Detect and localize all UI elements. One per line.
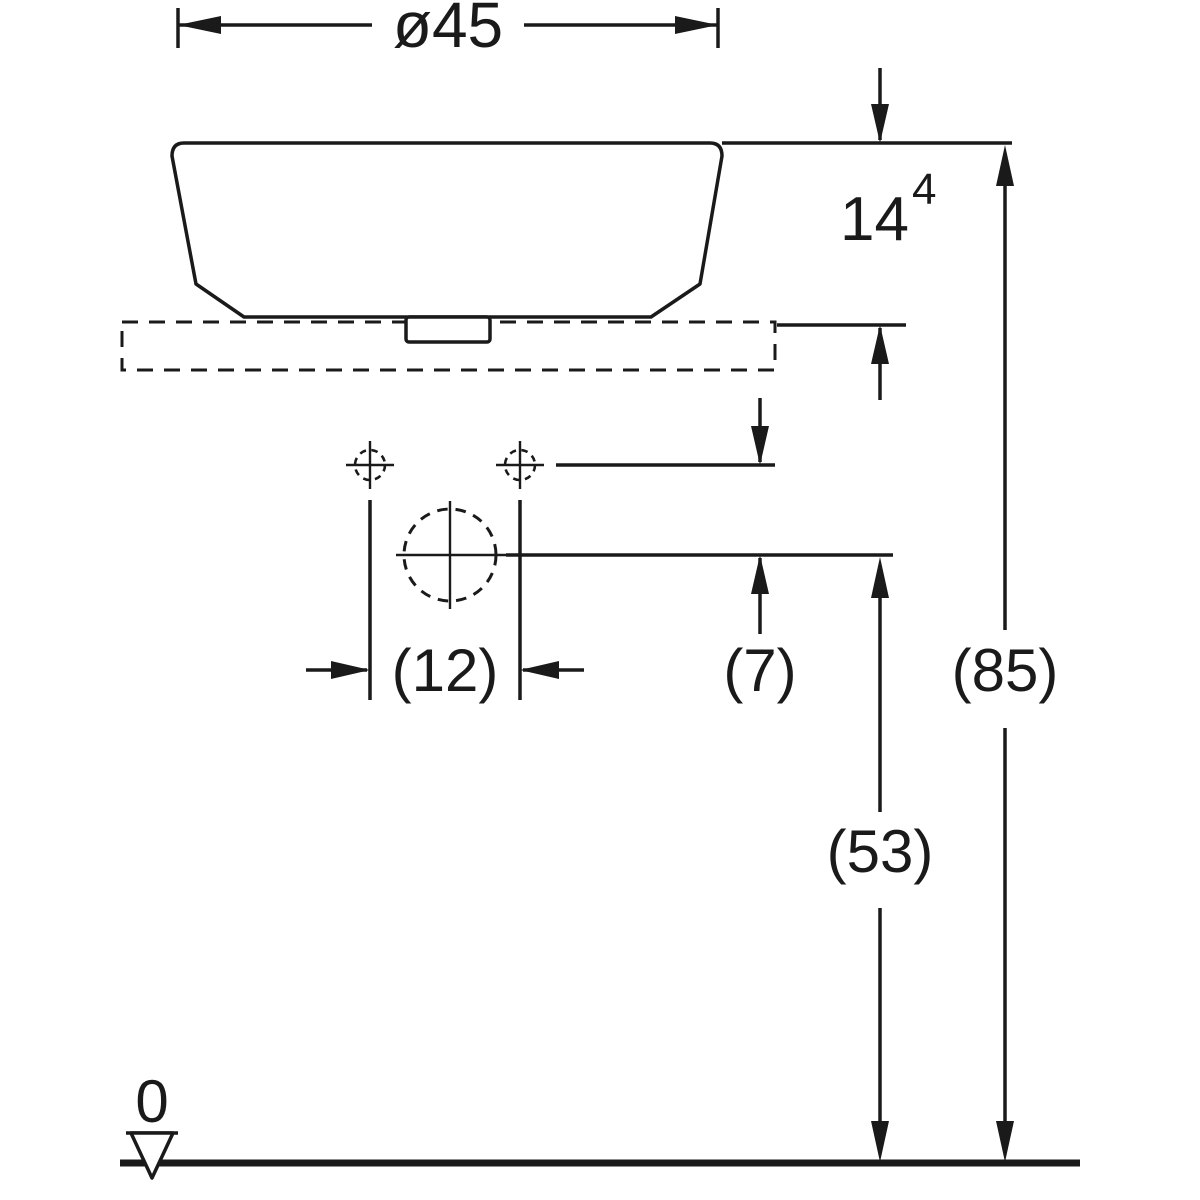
fixing-hole-left	[346, 441, 394, 489]
dimension-overall-height: (85)	[952, 145, 1059, 1162]
dimension-mixer-height: (53)	[827, 557, 934, 1162]
arrow-left-icon	[178, 16, 221, 34]
arrow-down-icon	[871, 104, 889, 143]
arrow-up-icon	[996, 145, 1014, 186]
dimension-diameter: ø45	[176, 0, 720, 61]
arrow-down-icon	[871, 1121, 889, 1162]
floor-datum: 0	[126, 1068, 178, 1180]
basin-height-superscript: 4	[912, 165, 936, 214]
arrow-down-icon	[751, 426, 769, 465]
mixer-hole	[396, 501, 506, 609]
diameter-label: ø45	[393, 0, 503, 61]
arrow-up-icon	[751, 555, 769, 594]
arrow-left-icon	[520, 661, 559, 679]
fixing-hole-right	[496, 441, 544, 489]
mixer-height-label: (53)	[827, 818, 934, 885]
arrow-right-icon	[331, 661, 370, 679]
basin-height-label: 14	[840, 185, 909, 254]
datum-triangle-icon	[129, 1131, 175, 1180]
arrow-down-icon	[996, 1121, 1014, 1162]
floor-datum-label: 0	[135, 1068, 168, 1135]
drain-outlet	[404, 315, 492, 344]
hole-spacing-label: (12)	[392, 637, 499, 704]
overall-height-label: (85)	[952, 637, 1059, 704]
dimension-mixer-offset: (7)	[506, 398, 893, 704]
arrow-up-icon	[871, 325, 889, 364]
basin-outline	[170, 141, 724, 319]
mixer-offset-label: (7)	[723, 637, 796, 704]
arrow-up-icon	[871, 557, 889, 598]
arrow-right-icon	[675, 16, 718, 34]
dimension-basin-height: 14 4	[722, 68, 1012, 400]
dimension-hole-spacing: (12)	[306, 500, 584, 704]
